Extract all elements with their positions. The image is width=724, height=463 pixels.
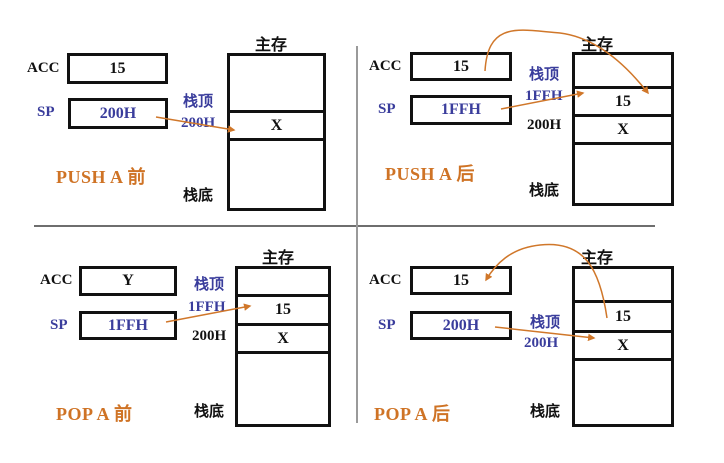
acc-register: Y — [79, 266, 177, 296]
address-label: 1FFH — [525, 88, 563, 104]
memory-title: 主存 — [262, 248, 295, 267]
memory-cell — [238, 351, 328, 424]
memory-cell: 15 — [575, 86, 671, 114]
acc-register: 15 — [67, 53, 168, 84]
stack-bottom-label: 栈底 — [183, 186, 214, 204]
address-label: 200H — [527, 117, 562, 133]
address-label: 200H — [181, 115, 216, 131]
caption-push-after: PUSH A 后 — [385, 160, 475, 186]
stack-top-label: 栈顶 — [183, 92, 214, 110]
sp-label: SP — [37, 104, 55, 120]
sp-label: SP — [50, 317, 68, 333]
caption-pop-after: POP A 后 — [374, 400, 451, 426]
memory-cell — [575, 358, 671, 424]
memory-title: 主存 — [255, 35, 288, 54]
sp-register: 1FFH — [79, 311, 177, 340]
memory-cell — [575, 142, 671, 203]
caption-text: PUSH A 前 — [56, 167, 147, 187]
vertical-divider — [356, 46, 358, 423]
stack-bottom-label: 栈底 — [529, 181, 560, 199]
address-label: 200H — [192, 328, 227, 344]
memory-cell: X — [575, 330, 671, 358]
memory-block: 15 X — [235, 266, 331, 427]
sp-label: SP — [378, 317, 396, 333]
sp-register: 1FFH — [410, 95, 512, 125]
sp-register: 200H — [410, 311, 512, 340]
caption-pop-before: POP A 前 — [56, 400, 133, 426]
caption-text: PUSH A 后 — [385, 164, 476, 184]
sp-register: 200H — [68, 98, 168, 129]
memory-cell: X — [575, 114, 671, 142]
stack-top-label: 栈顶 — [194, 275, 225, 293]
acc-label: ACC — [40, 272, 73, 288]
stack-top-label: 栈顶 — [530, 313, 561, 331]
memory-block: 15 X — [572, 52, 674, 206]
caption-push-before: PUSH A 前 — [56, 163, 146, 189]
address-label: 200H — [524, 335, 559, 351]
horizontal-divider — [34, 225, 655, 227]
memory-cell: X — [230, 110, 323, 138]
stack-bottom-label: 栈底 — [530, 402, 561, 420]
stack-bottom-label: 栈底 — [194, 402, 225, 420]
memory-cell — [230, 138, 323, 208]
memory-cell: X — [238, 323, 328, 351]
memory-cell: 15 — [238, 294, 328, 323]
acc-label: ACC — [369, 272, 402, 288]
caption-text: POP A 前 — [56, 404, 133, 424]
acc-register: 15 — [410, 266, 512, 295]
sp-label: SP — [378, 101, 396, 117]
address-label: 1FFH — [188, 299, 226, 315]
acc-label: ACC — [27, 60, 60, 76]
acc-register: 15 — [410, 52, 512, 81]
acc-label: ACC — [369, 58, 402, 74]
memory-cell: 15 — [575, 300, 671, 330]
caption-text: POP A 后 — [374, 404, 451, 424]
stack-top-label: 栈顶 — [529, 65, 560, 83]
memory-title: 主存 — [581, 248, 614, 267]
memory-block: X — [227, 53, 326, 211]
memory-block: 15 X — [572, 266, 674, 427]
